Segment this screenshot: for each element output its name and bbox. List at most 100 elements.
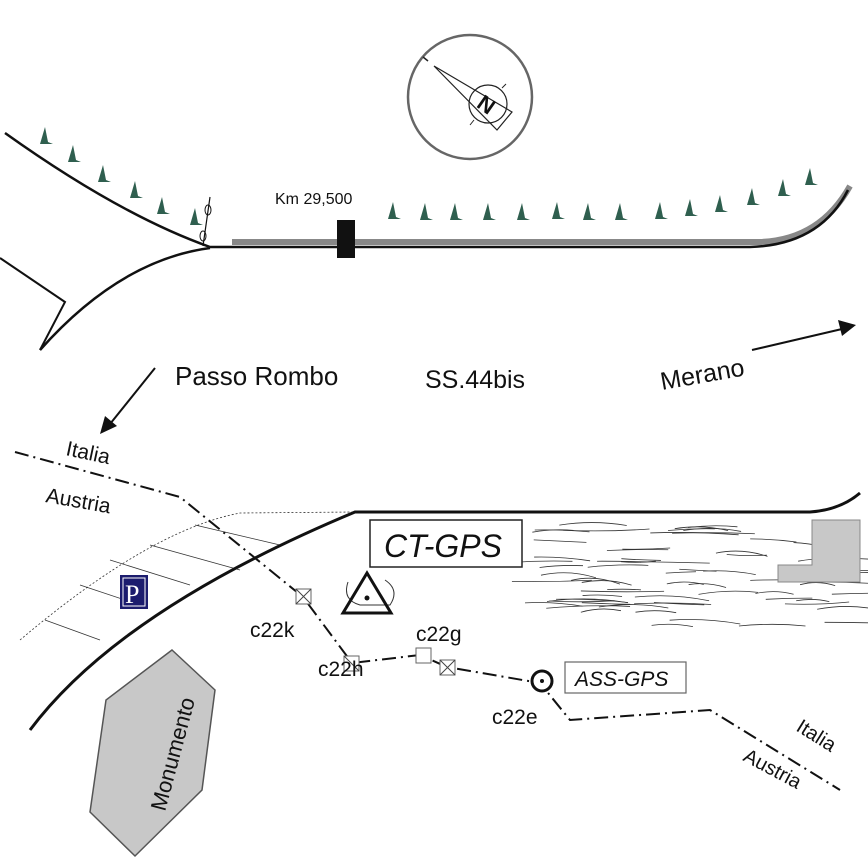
marker-c22h-icon (343, 655, 360, 672)
scree-stroke (715, 550, 768, 557)
top-road (0, 131, 853, 351)
tree-icon (715, 195, 728, 212)
scree-stroke (549, 600, 615, 603)
tree-icon (157, 197, 170, 214)
tree-icon (68, 145, 81, 162)
tree-icon (747, 188, 760, 205)
scree-stroke (581, 602, 631, 605)
point-label: c22e (492, 706, 538, 729)
km-label: Km 29,500 (275, 191, 352, 208)
scree-stroke (665, 571, 697, 574)
tree-icon (655, 202, 668, 219)
scree-stroke (634, 595, 710, 602)
scree-stroke (796, 599, 830, 602)
marker-c22k-icon (295, 588, 312, 605)
scree-stroke (634, 602, 712, 605)
scree-stroke (532, 529, 574, 533)
scree-stroke (587, 564, 649, 568)
ass-gps-target-icon (530, 669, 554, 693)
merano-label: Merano (658, 354, 746, 396)
scree-stroke (581, 580, 632, 586)
scree-stroke (524, 602, 583, 607)
italia-left-label: Italia (64, 437, 112, 469)
building (777, 519, 861, 583)
scree-stroke (546, 598, 629, 604)
tree-icon (40, 127, 53, 144)
arrow-passo-rombo-icon (100, 367, 156, 434)
italia-right-label: Italia (792, 716, 840, 758)
scree-stroke (546, 605, 631, 609)
scree-stroke (738, 623, 806, 627)
tree-icon (388, 202, 401, 219)
scree-stroke (674, 526, 729, 532)
monumento: Monumento (89, 649, 216, 858)
scree-stroke (534, 556, 591, 562)
ct-gps-box: CT-GPS (369, 519, 523, 568)
scree-stroke (688, 583, 727, 588)
scree-stroke (651, 623, 694, 628)
tree-icon (615, 203, 628, 220)
km-marker (337, 220, 355, 258)
road-label: SS.44bis (425, 366, 525, 394)
scree-stroke (598, 604, 669, 609)
tree-icon (483, 203, 496, 220)
scree-stroke (698, 590, 759, 595)
scree-stroke (784, 601, 850, 605)
parking-icon: P (120, 575, 148, 609)
lower-road (28, 491, 861, 731)
scree-stroke (650, 532, 739, 536)
marker-c22g2-icon (439, 659, 456, 676)
tree-row (40, 127, 818, 225)
austria-right-label: Austria (740, 745, 806, 794)
scree-stroke (817, 606, 868, 610)
tree-icon (583, 203, 596, 220)
border-line (14, 451, 841, 791)
scree-stroke (669, 619, 741, 625)
ct-gps-station-icon (340, 570, 395, 615)
scree-stroke (539, 565, 584, 568)
svg-text:ASS-GPS: ASS-GPS (573, 668, 668, 691)
scree-stroke (622, 547, 671, 550)
north-label: N (473, 90, 500, 120)
scree-stroke (540, 572, 596, 579)
scree-stroke (621, 558, 661, 561)
scree-stroke (635, 610, 677, 614)
tree-icon (130, 181, 143, 198)
scree-stroke (799, 582, 836, 586)
scree-stroke (831, 592, 868, 595)
scree-stroke (511, 579, 592, 583)
svg-text:P: P (125, 580, 139, 609)
scree-stroke (621, 561, 710, 564)
scree-stroke (683, 527, 742, 532)
north-arrow-icon: N (406, 33, 534, 161)
tree-icon (420, 203, 433, 220)
ass-gps-box: ASS-GPS (564, 661, 687, 694)
scree-stroke (672, 532, 755, 535)
tree-icon (517, 203, 530, 220)
hatched-area (19, 511, 356, 641)
scree-stroke (559, 522, 627, 526)
scree-stroke (750, 538, 797, 543)
marker-c22g-icon (415, 647, 432, 664)
scree-stroke (533, 539, 587, 543)
austria-left-label: Austria (44, 484, 113, 518)
point-label: c22k (250, 619, 295, 642)
point-label: c22h (318, 658, 364, 681)
svg-text:CT-GPS: CT-GPS (384, 528, 502, 564)
tree-icon (805, 168, 818, 185)
scree-stroke (580, 590, 665, 593)
scree-stroke (570, 577, 621, 585)
scree-stroke (824, 621, 868, 624)
tree-icon (190, 208, 203, 225)
scree-stroke (755, 591, 794, 595)
tree-icon (450, 203, 463, 220)
tree-icon (552, 202, 565, 219)
tree-icon (98, 165, 111, 182)
scree-area (507, 522, 868, 628)
passo-rombo-label: Passo Rombo (175, 361, 338, 391)
scree-stroke (582, 594, 623, 597)
scree-stroke (607, 588, 642, 591)
arrow-merano-icon (751, 320, 856, 351)
